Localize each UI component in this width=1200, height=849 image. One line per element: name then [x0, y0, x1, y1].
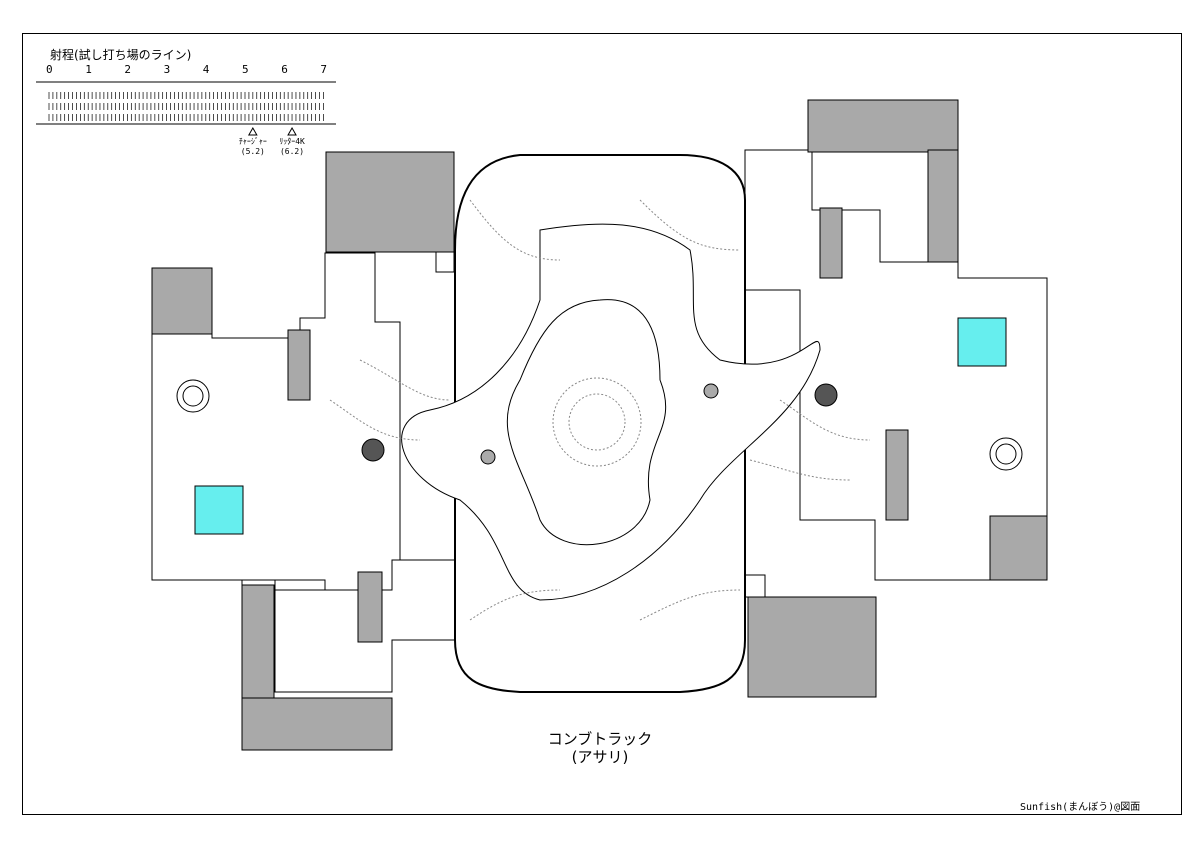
- gray-dot: [703, 383, 719, 399]
- swirl-marker: [182, 385, 204, 407]
- spawn-pad: [194, 485, 244, 535]
- weapon-label: ﾁｬｰｼﾞｬｰ(5.2): [231, 137, 275, 157]
- ruler-tick-label: 3: [163, 63, 171, 76]
- wall-block: [819, 207, 843, 279]
- author-credit: Sunfish(まんぼう)@図面: [1020, 802, 1141, 813]
- ruler-tick-label: 4: [202, 63, 210, 76]
- wall-block: [357, 571, 383, 643]
- swirl-marker: [995, 443, 1017, 465]
- center-marker: [552, 377, 642, 467]
- wall-block: [241, 697, 393, 751]
- ruler-tick-label: 7: [320, 63, 328, 76]
- wall-block: [151, 267, 213, 335]
- weapon-markers: [247, 126, 297, 136]
- wall-block: [287, 329, 311, 401]
- wall-block: [807, 99, 959, 153]
- ledge: [435, 251, 455, 273]
- map-subtitle: (アサリ): [571, 748, 629, 766]
- wall-block: [325, 151, 455, 253]
- ruler-title: 射程(試し打ち場のライン): [50, 48, 192, 62]
- drawing-frame: [22, 33, 1182, 815]
- weapon-range: (5.2): [240, 147, 265, 156]
- weapon-name: ﾁｬｰｼﾞｬｰ: [238, 137, 267, 146]
- weapon-label: ﾘｯﾀｰ4K(6.2): [270, 137, 314, 157]
- swirl-marker: [989, 437, 1023, 471]
- bumper: [814, 383, 838, 407]
- wall-block: [747, 596, 877, 698]
- wall-block: [885, 429, 909, 521]
- weapon-range: (6.2): [279, 147, 305, 156]
- central-island: [506, 299, 667, 546]
- map-structure: [151, 99, 1048, 751]
- map-name: コンブトラック: [547, 730, 653, 748]
- ruler-tick-label: 6: [281, 63, 288, 76]
- ruler-tick-label: 0: [46, 63, 53, 76]
- ramp-hatching: [329, 199, 871, 621]
- wall-block: [989, 515, 1048, 581]
- swirl-marker: [176, 379, 210, 413]
- ruler-tick-label: 1: [85, 63, 92, 76]
- spawn-pad: [957, 317, 1007, 367]
- map-title: コンブトラック (アサリ): [530, 730, 670, 766]
- center-marker: [568, 393, 626, 451]
- weapon-range-marker: [247, 126, 258, 136]
- weapon-range-marker: [287, 126, 297, 136]
- bumper: [361, 438, 385, 462]
- ruler-ticks: [48, 92, 324, 121]
- weapon-name: ﾘｯﾀｰ4K: [279, 137, 305, 146]
- range-ruler: [36, 81, 336, 136]
- gray-dot: [480, 449, 496, 465]
- wall-block: [927, 149, 959, 263]
- ledge: [744, 574, 766, 598]
- ruler-tick-label: 2: [124, 63, 132, 76]
- ruler-tick-label: 5: [242, 63, 249, 76]
